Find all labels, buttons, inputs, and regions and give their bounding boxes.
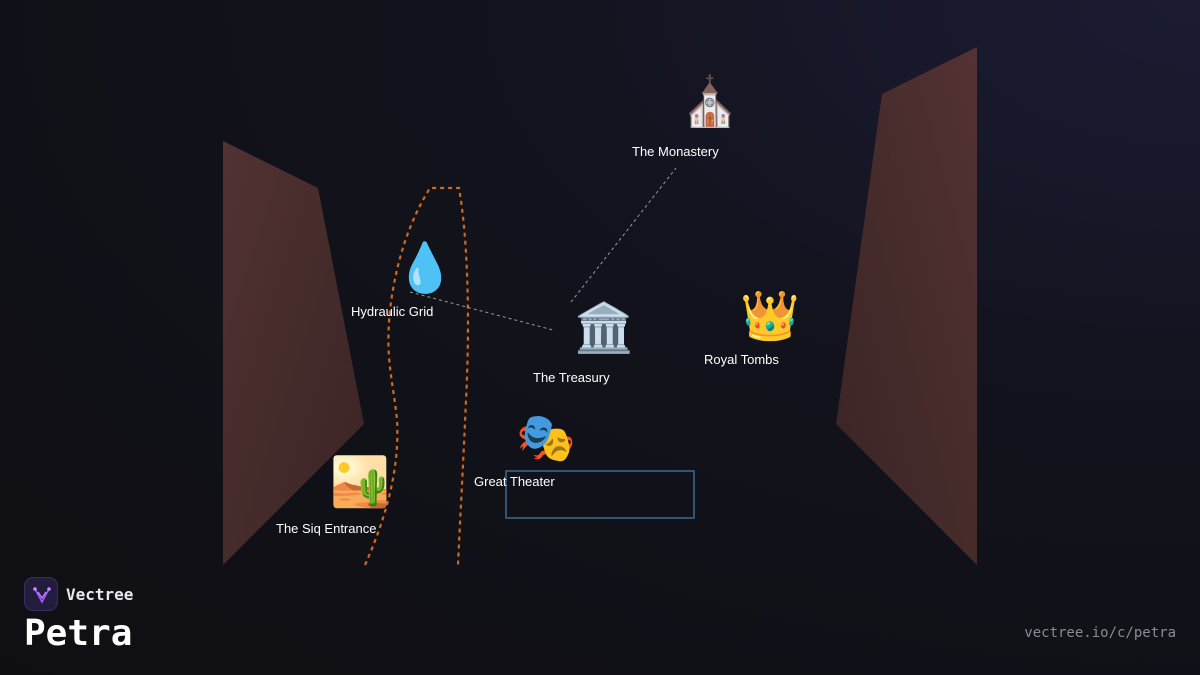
right-cliff (836, 47, 977, 565)
left-cliff (223, 141, 364, 565)
brand-name[interactable]: Vectree (66, 585, 134, 604)
selection-box[interactable] (505, 470, 695, 519)
poi-label: Hydraulic Grid (351, 304, 434, 319)
connector-hydraulic-treasury (409, 291, 554, 331)
droplet-icon: 💧 (395, 240, 455, 296)
page-title: Petra (24, 613, 133, 654)
connector-treasury-monastery (570, 167, 677, 303)
crown-icon: 👑 (740, 288, 800, 344)
poi-label: The Monastery (632, 144, 719, 159)
church-icon: ⛪ (680, 74, 740, 130)
poi-label: The Treasury (533, 370, 610, 385)
desert-icon: 🏜️ (330, 454, 390, 510)
classical-building-icon: 🏛️ (574, 300, 634, 356)
poi-label: Great Theater (474, 474, 555, 489)
poi-label: Royal Tombs (704, 352, 779, 367)
performing-arts-icon: 🎭 (516, 410, 576, 466)
vectree-logo-icon[interactable] (24, 577, 58, 611)
site-url[interactable]: vectree.io/c/petra (1024, 625, 1176, 641)
siq-path (363, 186, 470, 566)
poi-label: The Siq Entrance (276, 521, 377, 536)
